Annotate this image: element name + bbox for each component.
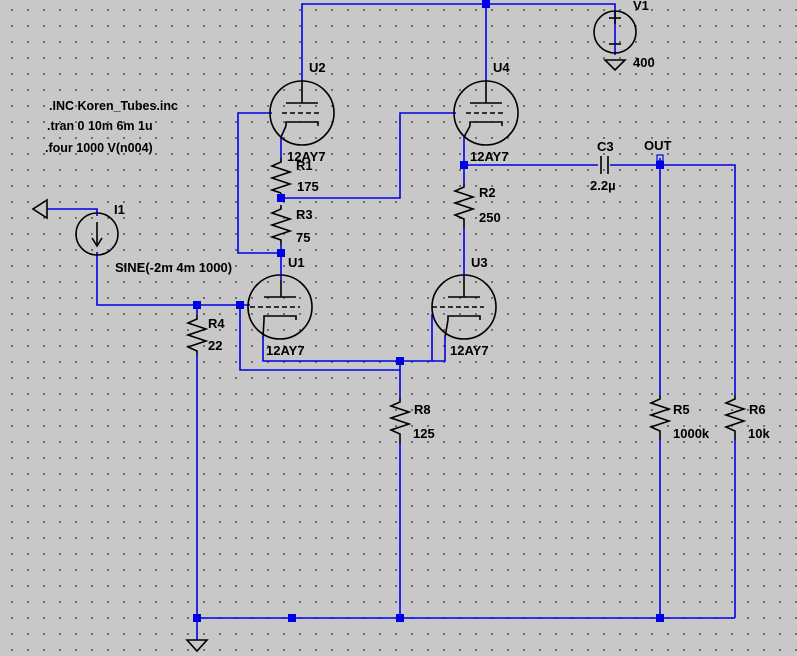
tube-u1-model: 12AY7: [266, 343, 305, 358]
tube-u4-model: 12AY7: [470, 149, 509, 164]
net-label-out: OUT: [644, 138, 672, 153]
resistor-r2-ref: R2: [479, 185, 496, 200]
capacitor-c3[interactable]: [600, 156, 609, 174]
resistor-r4[interactable]: [185, 315, 209, 355]
current-source-i1-value: SINE(-2m 4m 1000): [115, 260, 232, 275]
tube-u2[interactable]: [269, 80, 335, 146]
resistor-r1-ref: R1: [296, 158, 313, 173]
directive-tran[interactable]: .tran 0 10m 6m 1u: [47, 119, 153, 133]
capacitor-c3-value: 2.2µ: [590, 178, 616, 193]
tube-u1-ref: U1: [288, 255, 305, 270]
resistor-r6-value: 10k: [748, 426, 770, 441]
tube-u3[interactable]: [431, 274, 497, 340]
tube-u4[interactable]: [453, 80, 519, 146]
resistor-r3-value: 75: [296, 230, 310, 245]
tube-u2-ref: U2: [309, 60, 326, 75]
resistor-r5[interactable]: [648, 395, 672, 440]
directive-include[interactable]: .INC Koren_Tubes.inc: [49, 99, 178, 113]
voltage-source-v1[interactable]: [593, 10, 637, 72]
voltage-source-v1-ref: V1: [633, 0, 649, 13]
tube-u1[interactable]: [247, 274, 313, 340]
resistor-r6-ref: R6: [749, 402, 766, 417]
resistor-r2[interactable]: [452, 183, 476, 228]
current-source-i1-ref: I1: [114, 202, 125, 217]
current-source-i1[interactable]: [31, 198, 119, 256]
resistor-r2-value: 250: [479, 210, 501, 225]
tube-u3-model: 12AY7: [450, 343, 489, 358]
tube-u3-ref: U3: [471, 255, 488, 270]
tube-u2-model: 12AY7: [287, 149, 326, 164]
resistor-r8-ref: R8: [414, 402, 431, 417]
resistor-r8-value: 125: [413, 426, 435, 441]
resistor-r4-value: 22: [208, 338, 222, 353]
capacitor-c3-ref: C3: [597, 139, 614, 154]
resistor-r4-ref: R4: [208, 316, 225, 331]
resistor-r1[interactable]: [269, 158, 293, 194]
junction-dots: [193, 0, 664, 622]
ground-symbol: [185, 639, 209, 653]
resistor-r3-ref: R3: [296, 207, 313, 222]
resistor-r3[interactable]: [269, 205, 293, 244]
voltage-source-v1-value: 400: [633, 55, 655, 70]
resistor-r5-ref: R5: [673, 402, 690, 417]
directive-four[interactable]: .four 1000 V(n004): [45, 141, 153, 155]
resistor-r8[interactable]: [388, 398, 412, 443]
resistor-r5-value: 1000k: [673, 426, 710, 441]
resistor-r1-value: 175: [297, 179, 319, 194]
tube-u4-ref: U4: [493, 60, 510, 75]
resistor-r6[interactable]: [723, 395, 747, 440]
